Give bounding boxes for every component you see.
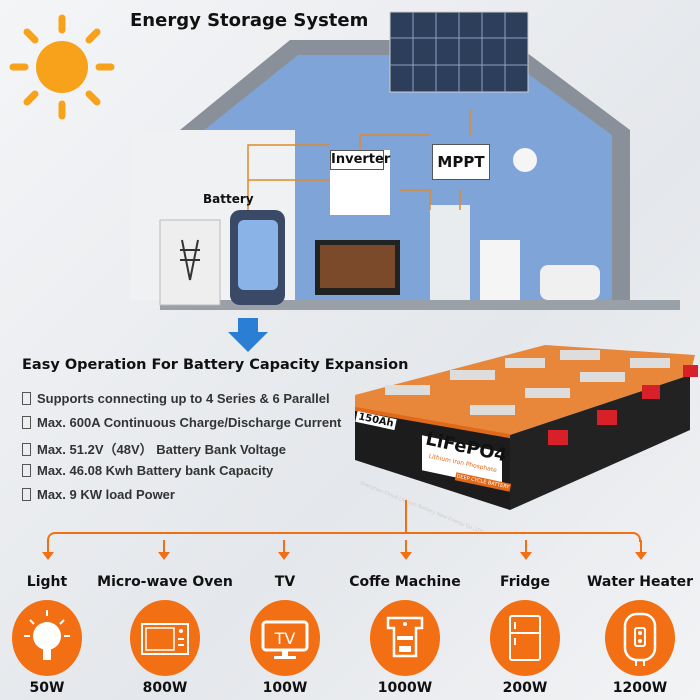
feature-text: Max. 600A Continuous Charge/Discharge Cu… — [37, 415, 342, 430]
arrow-icon — [278, 540, 290, 560]
mppt-label: MPPT — [432, 144, 490, 180]
section-title: Easy Operation For Battery Capacity Expa… — [22, 357, 409, 373]
feature-item: Max. 51.2V（48V） Battery Bank Voltage — [22, 439, 286, 458]
light-bulb-icon — [12, 600, 82, 676]
feature-item: Max. 9 KW load Power — [22, 487, 175, 502]
inverter-label: Inverter — [330, 150, 390, 170]
house-diagram — [130, 11, 680, 310]
feature-text: Max. 51.2V（48V） Battery Bank Voltage — [37, 442, 287, 457]
arrow-icon — [42, 540, 54, 560]
arrow-icon — [635, 540, 647, 560]
arrow-icon — [520, 540, 532, 560]
load-name-water-heater: Water Heater — [586, 574, 694, 590]
load-name-coffee: Coffe Machine — [349, 574, 461, 590]
load-name-tv: TV — [274, 574, 296, 590]
load-power-microwave: 800W — [142, 680, 188, 696]
coffee-machine-icon — [370, 600, 440, 676]
fridge-icon — [490, 600, 560, 676]
svg-text:TV: TV — [274, 629, 296, 648]
load-power-tv: 100W — [262, 680, 308, 696]
arrow-icon — [400, 540, 412, 560]
load-power-fridge: 200W — [502, 680, 548, 696]
battery-pack-image — [355, 345, 698, 510]
load-name-fridge: Fridge — [500, 574, 550, 590]
arrow-icon — [158, 540, 170, 560]
page-title: Energy Storage System — [130, 10, 369, 31]
load-power-water-heater: 1200W — [612, 680, 668, 696]
load-power-light: 50W — [29, 680, 65, 696]
feature-text: Supports connecting up to 4 Series & 6 P… — [37, 391, 330, 406]
feature-item: Max. 46.08 Kwh Battery bank Capacity — [22, 463, 273, 478]
feature-item: Supports connecting up to 4 Series & 6 P… — [22, 391, 330, 406]
down-arrow-icon — [228, 318, 268, 352]
feature-text: Max. 9 KW load Power — [37, 487, 175, 502]
tv-icon: TV — [250, 600, 320, 676]
connector-line — [47, 532, 641, 542]
battery-label: Battery — [203, 192, 254, 206]
load-power-coffee: 1000W — [377, 680, 433, 696]
feature-item: Max. 600A Continuous Charge/Discharge Cu… — [22, 415, 341, 430]
feature-text: Max. 46.08 Kwh Battery bank Capacity — [37, 463, 274, 478]
connector-line — [405, 500, 407, 533]
load-name-microwave: Micro-wave Oven — [97, 574, 233, 590]
load-name-light: Light — [26, 574, 68, 590]
microwave-icon — [130, 600, 200, 676]
sun-icon — [9, 14, 115, 120]
water-heater-icon — [605, 600, 675, 676]
